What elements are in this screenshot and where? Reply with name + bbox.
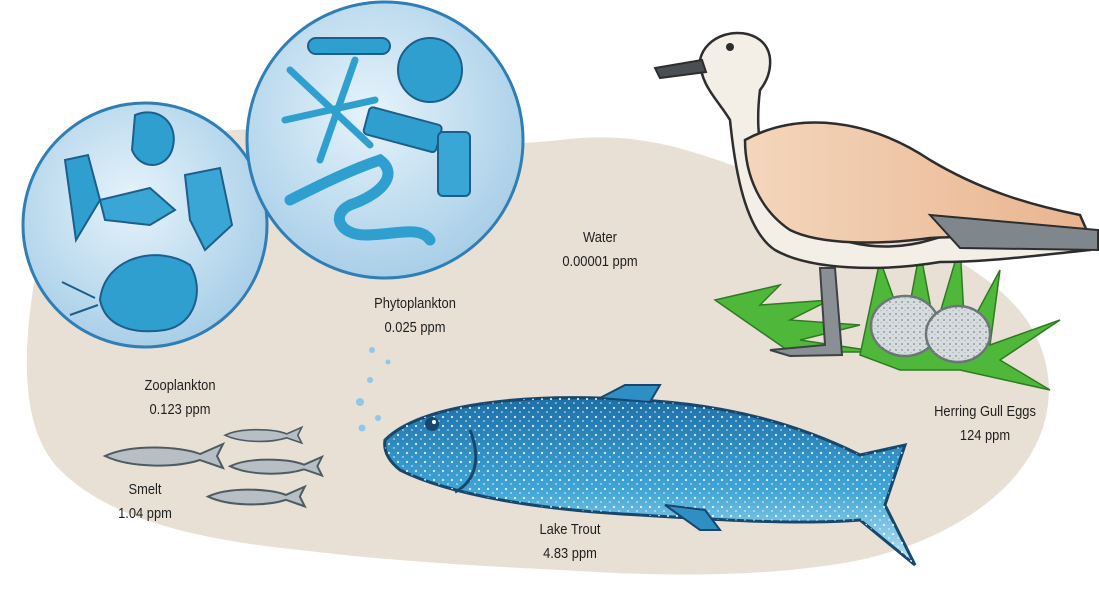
zooplankton-circle [23,103,267,347]
label-lake-trout: Lake Trout 4.83 ppm [518,518,621,566]
label-lake-trout-value: 4.83 ppm [518,542,621,566]
label-lake-trout-name: Lake Trout [518,518,621,542]
label-phytoplankton-name: Phytoplankton [355,292,475,316]
label-smelt-value: 1.04 ppm [102,502,188,526]
phytoplankton-circle [247,2,523,278]
label-smelt: Smelt 1.04 ppm [102,478,188,526]
label-water-value: 0.00001 ppm [548,250,651,274]
label-zooplankton: Zooplankton 0.123 ppm [124,374,236,422]
label-smelt-name: Smelt [102,478,188,502]
label-phytoplankton-value: 0.025 ppm [355,316,475,340]
label-zooplankton-value: 0.123 ppm [124,398,236,422]
label-gull-eggs-value: 124 ppm [916,424,1054,448]
label-gull-eggs: Herring Gull Eggs 124 ppm [916,400,1054,448]
label-phytoplankton: Phytoplankton 0.025 ppm [355,292,475,340]
label-water-name: Water [548,226,651,250]
label-water: Water 0.00001 ppm [548,226,651,274]
label-gull-eggs-name: Herring Gull Eggs [916,400,1054,424]
label-zooplankton-name: Zooplankton [124,374,236,398]
